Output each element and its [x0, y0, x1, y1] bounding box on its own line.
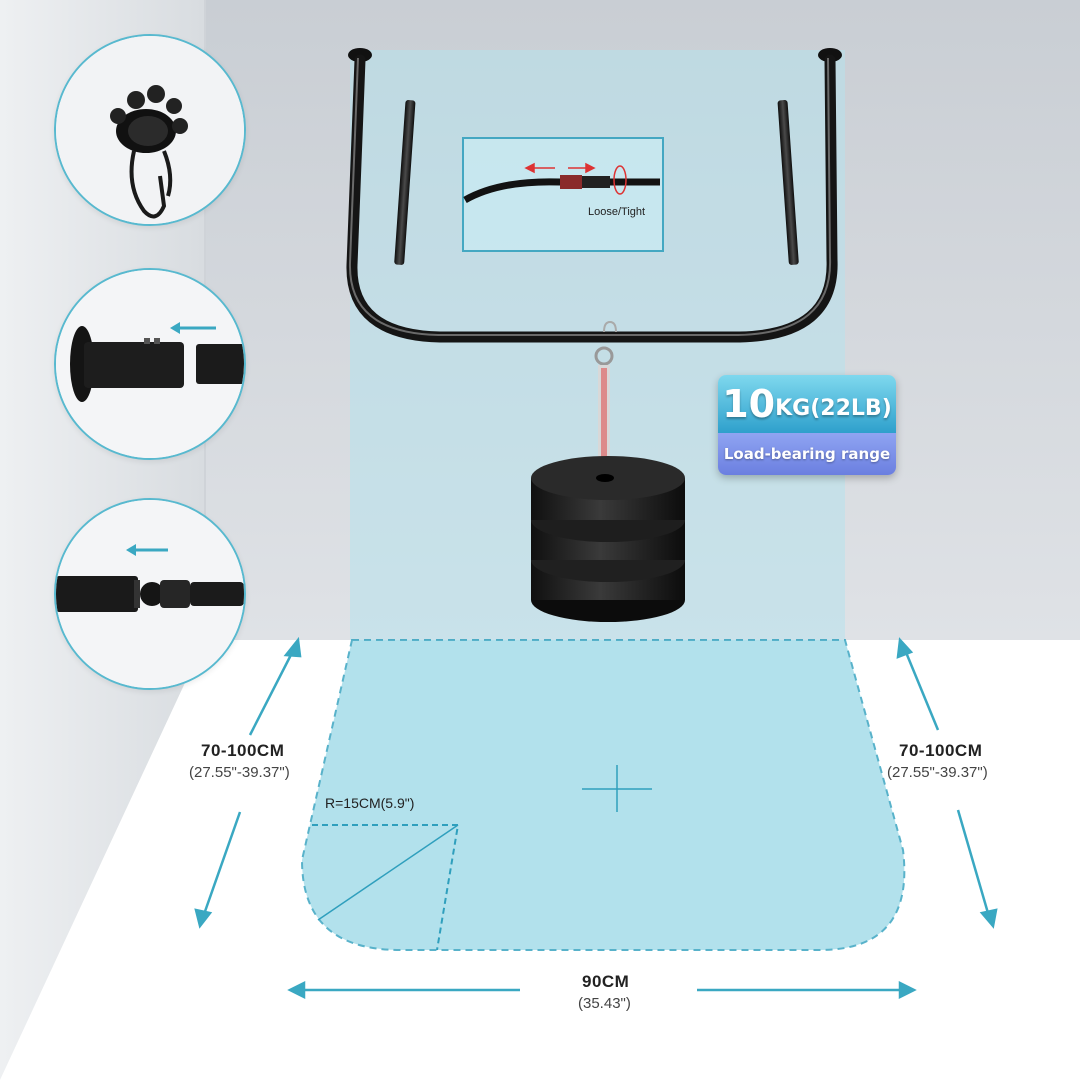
weight-plates	[531, 456, 685, 622]
bottom-dimension-label: 90CM	[582, 972, 630, 991]
left-dimension-sub: (27.55"-39.37")	[189, 764, 290, 781]
dimension-arrows	[194, 636, 998, 1000]
radius-line	[317, 824, 459, 921]
u-shaped-rod	[346, 54, 838, 343]
callout-wall-bracket	[54, 268, 246, 460]
hook-icon	[56, 36, 244, 224]
left-dimension-label: 70-100CM	[201, 741, 285, 760]
callout-hook	[54, 34, 246, 226]
load-value: 10	[722, 382, 776, 426]
right-dimension-sub: (27.55"-39.37")	[887, 764, 988, 781]
corner-radius-label: R=15CM(5.9")	[325, 795, 415, 811]
adjustment-inset	[462, 137, 664, 252]
load-unit: KG(22LB)	[775, 395, 892, 421]
load-value-row: 10 KG(22LB)	[718, 375, 896, 433]
load-caption: Load-bearing range	[718, 433, 896, 475]
wall-bracket-icon	[56, 270, 244, 458]
inset-rod	[463, 178, 660, 204]
floor-footprint	[300, 639, 906, 951]
extension-rods	[394, 100, 799, 265]
callout-connector	[54, 498, 246, 690]
inset-connector	[560, 175, 582, 189]
load-badge: 10 KG(22LB) Load-bearing range	[718, 375, 896, 475]
right-dimension-label: 70-100CM	[899, 741, 983, 760]
bottom-dimension-sub: (35.43")	[578, 995, 631, 1012]
connector-icon	[56, 500, 244, 688]
adjust-arrows-icon	[524, 162, 627, 195]
adjustment-label: Loose/Tight	[588, 206, 646, 218]
